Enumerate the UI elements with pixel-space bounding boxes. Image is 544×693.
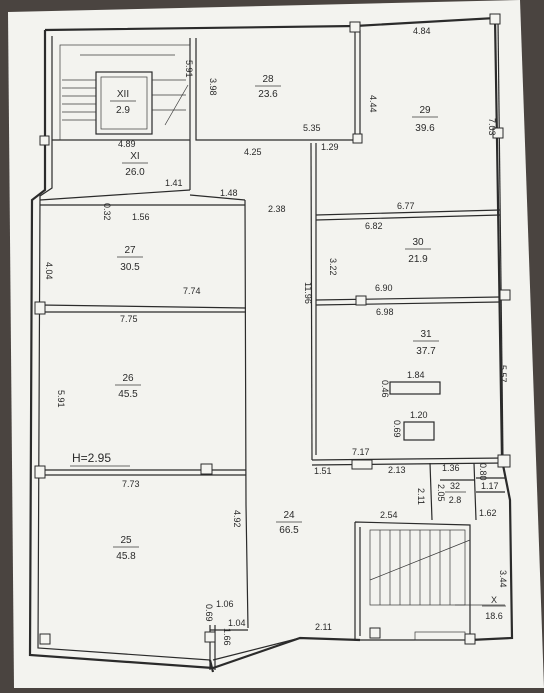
dimension: 7.17 (352, 447, 370, 457)
room-area: 45.5 (118, 389, 138, 400)
room-area: 23.6 (258, 89, 278, 100)
dimension: 2.13 (388, 465, 406, 475)
dimension: 7.03 (487, 118, 497, 136)
paper (8, 0, 544, 688)
dimension: 5.35 (303, 123, 321, 133)
dimension: 6.82 (365, 221, 383, 231)
dimension: 1.51 (314, 466, 332, 476)
dimension: 0.80 (478, 463, 488, 481)
dimension: 11.96 (303, 282, 313, 304)
dimension: 7.73 (122, 479, 140, 489)
dimension: 7.74 (183, 286, 201, 296)
dimension: 4.89 (118, 139, 136, 149)
dimension: 1.36 (442, 463, 460, 473)
dimension: 1.17 (481, 481, 499, 491)
dimension: 1.48 (220, 188, 238, 198)
dimension: 5.91 (184, 60, 194, 78)
room-area: 21.9 (408, 254, 428, 265)
room-id: 27 (124, 245, 136, 256)
dimension: 3.22 (328, 258, 338, 276)
dimension: 6.90 (375, 283, 393, 293)
dimension: 7.75 (120, 314, 138, 324)
upper-stair (59, 44, 191, 141)
dimension: 1.84 (407, 370, 425, 380)
dimension: 1.04 (228, 618, 246, 628)
room-id: 32 (450, 481, 460, 491)
room-area: 26.0 (125, 167, 145, 178)
room-id: 30 (412, 237, 424, 248)
room-id: 29 (419, 105, 431, 116)
interior-walls (39, 30, 506, 670)
equipment-box-2 (403, 421, 435, 441)
room-area: 66.5 (279, 525, 299, 536)
room-id: 28 (262, 74, 274, 85)
dimension: 4.04 (44, 262, 54, 280)
dimension: 2.05 (436, 484, 446, 502)
dimension: 5.57 (498, 365, 508, 383)
dimension: 3.44 (498, 570, 508, 588)
columns (34, 13, 511, 645)
room-id: XI (130, 151, 139, 162)
room-id: 26 (122, 373, 134, 384)
dimension: 0.46 (380, 380, 390, 398)
room-area: 45.8 (116, 551, 136, 562)
room-id: XII (117, 89, 129, 100)
dimension: 1.20 (410, 410, 428, 420)
dimension: 0.69 (392, 420, 402, 438)
room-area: 30.5 (120, 262, 140, 273)
dimension: 4.92 (232, 510, 242, 528)
dimension: 2.11 (315, 622, 332, 632)
room-id: X (491, 595, 497, 605)
room-labels: XII 2.9 XI 26.0 28 23.6 29 39.6 27 30.5 … (110, 74, 506, 621)
room-area: 37.7 (416, 346, 436, 357)
dimension-labels: 5.91 4.84 3.98 4.44 7.03 4.89 5.35 4.25 … (44, 26, 508, 646)
room-area: 2.8 (449, 495, 462, 505)
dimension: 2.11 (416, 488, 426, 505)
lower-stair (369, 529, 505, 641)
equipment-box-1 (389, 381, 441, 395)
dimension: 4.44 (368, 95, 378, 113)
room-id: 24 (283, 510, 295, 521)
room-area: 18.6 (485, 611, 503, 621)
dimension: 5.91 (56, 390, 66, 408)
dimension: 1.06 (216, 599, 234, 609)
dimension: 0.32 (102, 203, 112, 221)
dimension: 3.98 (208, 78, 218, 96)
dimension: 1.66 (222, 628, 232, 646)
dimension: 1.41 (165, 178, 183, 188)
room-id: 31 (420, 329, 432, 340)
dimension: 1.62 (479, 508, 497, 518)
dimension: 0.69 (204, 604, 214, 622)
ceiling-height-label: H=2.95 (72, 451, 111, 465)
dimension: 4.25 (244, 147, 262, 157)
dimension: 2.54 (380, 510, 398, 520)
room-area: 2.9 (116, 105, 130, 116)
dimension: 1.29 (321, 142, 339, 152)
dimension: 1.56 (132, 212, 150, 222)
dimension: 6.77 (397, 201, 415, 211)
dimension: 2.38 (268, 204, 286, 214)
room-area: 39.6 (415, 123, 435, 134)
room-id: 25 (120, 535, 132, 546)
dimension: 4.84 (413, 26, 431, 36)
dimension: 6.98 (376, 307, 394, 317)
